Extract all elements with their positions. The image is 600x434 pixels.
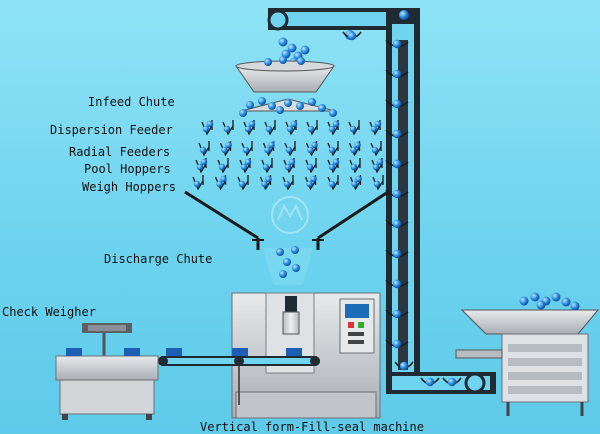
hopper — [201, 120, 214, 136]
dispersion-feeder — [239, 97, 337, 117]
hopper — [195, 158, 208, 174]
vibratory-feeder — [455, 292, 600, 416]
hopper — [348, 120, 360, 136]
label-dispersion-feeder: Dispersion Feeder — [50, 123, 173, 137]
hopper — [284, 141, 296, 157]
hopper — [259, 175, 272, 191]
label-radial-feeders: Radial Feeders — [69, 145, 171, 159]
discharge-chute — [184, 190, 389, 285]
hopper — [283, 158, 296, 174]
elevator-bucket — [385, 189, 409, 199]
hopper — [243, 120, 256, 136]
hopper-array — [192, 120, 384, 191]
hopper — [327, 175, 339, 191]
top-sprocket-icon — [267, 9, 289, 31]
hopper — [198, 141, 210, 157]
hopper — [222, 120, 234, 136]
hopper — [348, 141, 361, 157]
hopper — [349, 175, 362, 191]
infeed-chute — [235, 56, 335, 93]
hopper — [237, 175, 249, 191]
hopper — [306, 120, 318, 136]
vffs-machine — [231, 292, 381, 419]
output-conveyor — [158, 348, 320, 405]
elevator-bucket — [385, 99, 409, 109]
bottom-sprocket-icon — [464, 372, 486, 394]
hopper — [327, 120, 340, 136]
hopper — [305, 158, 317, 174]
hopper — [369, 120, 382, 136]
label-pool-hoppers: Pool Hoppers — [84, 162, 171, 176]
label-infeed-chute: Infeed Chute — [88, 95, 175, 109]
hopper — [241, 141, 253, 157]
hopper — [219, 141, 232, 157]
hopper — [372, 175, 384, 191]
hopper — [285, 120, 298, 136]
elevator-bucket — [385, 39, 409, 49]
label-discharge-chute: Discharge Chute — [104, 252, 213, 266]
elevator-bucket — [342, 31, 362, 41]
hopper — [370, 141, 382, 157]
hopper — [349, 158, 361, 174]
elevator-bucket — [385, 129, 409, 139]
hopper — [217, 158, 229, 174]
elevator-bucket — [385, 339, 409, 349]
hopper — [305, 141, 318, 157]
hopper — [262, 141, 275, 157]
label-check-weigher: Check Weigher — [2, 305, 96, 319]
bucket-elevator — [267, 8, 496, 394]
hopper — [327, 158, 340, 174]
hopper — [264, 120, 276, 136]
elevator-bucket — [385, 249, 409, 259]
elevator-bucket — [442, 377, 462, 387]
elevator-bucket — [385, 69, 409, 79]
elevator-buckets — [342, 31, 462, 387]
hopper — [239, 158, 252, 174]
elevator-bucket — [385, 309, 409, 319]
watermark-logo — [271, 196, 309, 234]
hopper — [214, 175, 227, 191]
elevator-bucket — [385, 279, 409, 289]
hopper — [304, 175, 317, 191]
control-screen — [345, 304, 369, 318]
label-weigh-hoppers: Weigh Hoppers — [82, 180, 176, 194]
hopper — [261, 158, 273, 174]
hopper — [371, 158, 384, 174]
elevator-bucket — [385, 159, 409, 169]
check-weigher — [55, 323, 159, 420]
elevator-bucket — [385, 219, 409, 229]
hopper — [282, 175, 294, 191]
elevator-bucket — [394, 361, 414, 371]
hopper — [192, 175, 204, 191]
label-vffs-machine: Vertical form-Fill-seal machine — [200, 420, 424, 434]
elevator-bucket — [420, 377, 440, 387]
hopper — [327, 141, 339, 157]
